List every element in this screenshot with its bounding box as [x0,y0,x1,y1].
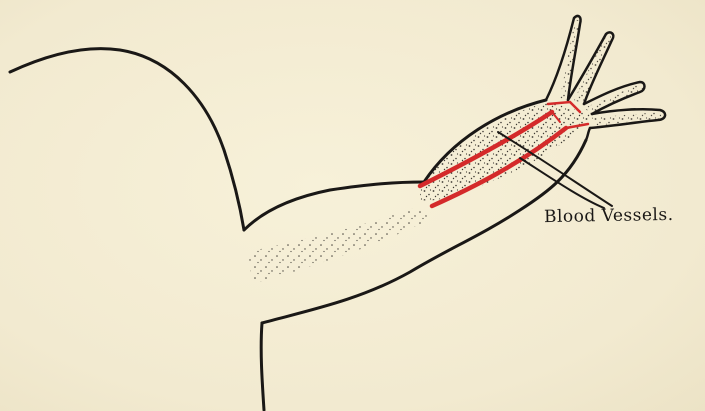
body-outline [10,49,586,410]
blood-vessels-label: Blood Vessels. [544,205,674,227]
